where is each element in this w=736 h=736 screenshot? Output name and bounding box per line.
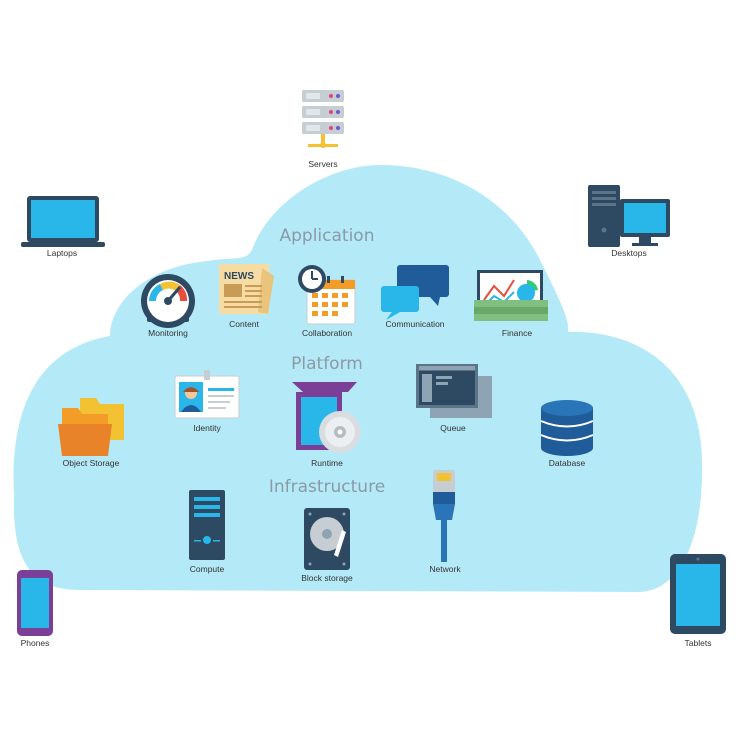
label-identity: Identity [193,423,221,433]
finance-chart-icon [474,270,548,321]
label-queue: Queue [440,423,466,433]
monitoring-gauge-icon [141,274,195,328]
label-collaboration: Collaboration [302,328,352,338]
database-cylinder-icon [540,400,594,456]
label-block-storage: Block storage [301,573,353,583]
object-storage-folder-icon [58,398,124,456]
queue-windows-icon [416,364,492,418]
laptop-icon [21,196,105,247]
network-cable-icon [433,470,455,562]
label-laptops: Laptops [47,248,77,258]
newspaper-headline: NEWS [224,271,254,282]
label-content: Content [229,319,259,329]
label-communication: Communication [385,319,444,329]
content-newspaper-icon: NEWS [219,264,274,314]
identity-card-icon [174,370,240,419]
layer-title-application: Application [280,226,375,246]
label-servers: Servers [308,159,337,169]
label-desktops: Desktops [611,248,646,258]
desktop-icon [588,185,670,247]
label-finance: Finance [502,328,533,338]
compute-tower-icon [189,490,225,560]
collaboration-calendar-icon [298,265,356,325]
label-phones: Phones [21,638,50,648]
communication-chat-icon [381,265,449,320]
tablet-icon [670,554,726,634]
layer-title-infrastructure: Infrastructure [269,477,385,497]
label-tablets: Tablets [685,638,712,648]
label-object-storage: Object Storage [63,458,120,468]
runtime-box-disc-icon [292,382,361,453]
label-database: Database [549,458,586,468]
label-network: Network [429,564,461,574]
block-storage-drive-icon [304,508,350,570]
servers-icon [302,90,344,148]
label-runtime: Runtime [311,458,343,468]
phone-icon [17,570,53,636]
label-compute: Compute [190,564,225,574]
layer-title-platform: Platform [291,354,363,374]
label-monitoring: Monitoring [148,328,188,338]
